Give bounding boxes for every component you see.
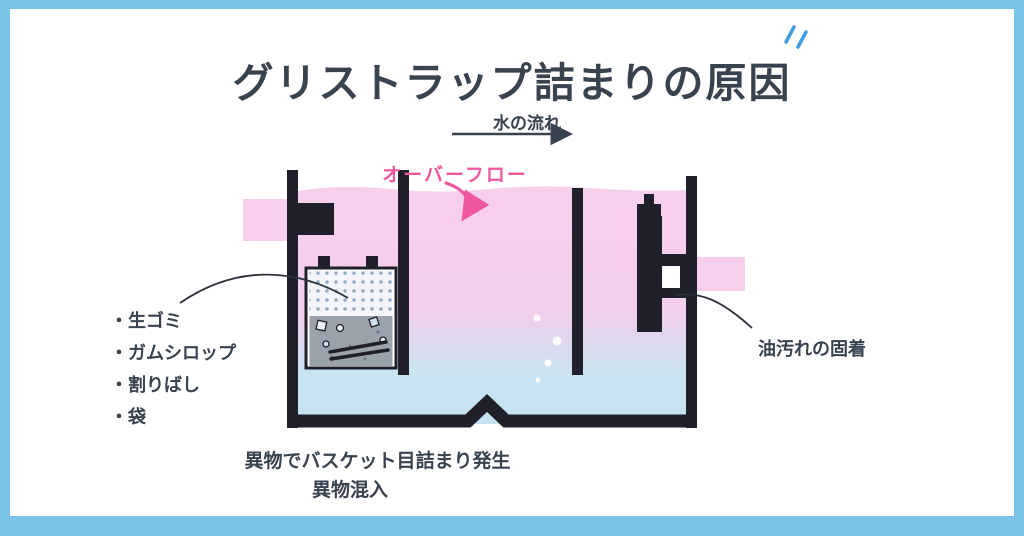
inlet-pipe: [243, 199, 289, 241]
page-title: グリストラップ詰まりの原因: [232, 60, 792, 106]
oil-pointer-line: [675, 293, 753, 329]
basket-pointer-line: [179, 273, 349, 304]
baffle-1: [398, 170, 409, 375]
inlet-stub: [298, 203, 334, 235]
outlet-clog-gap: [662, 266, 680, 288]
overflow-arrow: [444, 181, 490, 222]
tank-bottom: [287, 394, 697, 428]
basket-mesh: [309, 271, 393, 317]
debris-list-item: ・生ゴミ: [110, 311, 182, 331]
basket-tab-right: [366, 256, 378, 268]
contamination-label: 異物混入: [311, 480, 388, 501]
debris-list-item: ・割りばし: [110, 375, 200, 395]
water-flow-label: 水の流れ: [493, 114, 561, 133]
basket-tab-left: [318, 256, 330, 268]
sparkle-icon: [784, 25, 808, 49]
grease-trap-diagram: [179, 25, 808, 428]
debris-basket: [304, 256, 398, 370]
overflow-label: オーバーフロー: [382, 165, 528, 186]
basket-clog-label: 異物でバスケット目詰まり発生: [244, 451, 511, 472]
oil-adhesion-label: 油汚れの固着: [758, 339, 866, 359]
debris-list-item: ・ガムシロップ: [110, 343, 236, 363]
chopsticks: [328, 340, 390, 361]
debris-list: ・生ゴミ ・ガムシロップ ・割りばし ・袋: [110, 305, 236, 433]
tank-right-wall: [686, 176, 697, 428]
tank-left-wall: [287, 170, 298, 428]
bubbles: [533, 314, 562, 383]
baffle-2: [572, 188, 583, 375]
debris-list-item: ・袋: [110, 407, 146, 427]
debris-objects: [315, 316, 387, 348]
outlet-pipe: [696, 257, 745, 291]
outlet-fitting: [637, 194, 687, 332]
tank-structure: [287, 170, 697, 428]
